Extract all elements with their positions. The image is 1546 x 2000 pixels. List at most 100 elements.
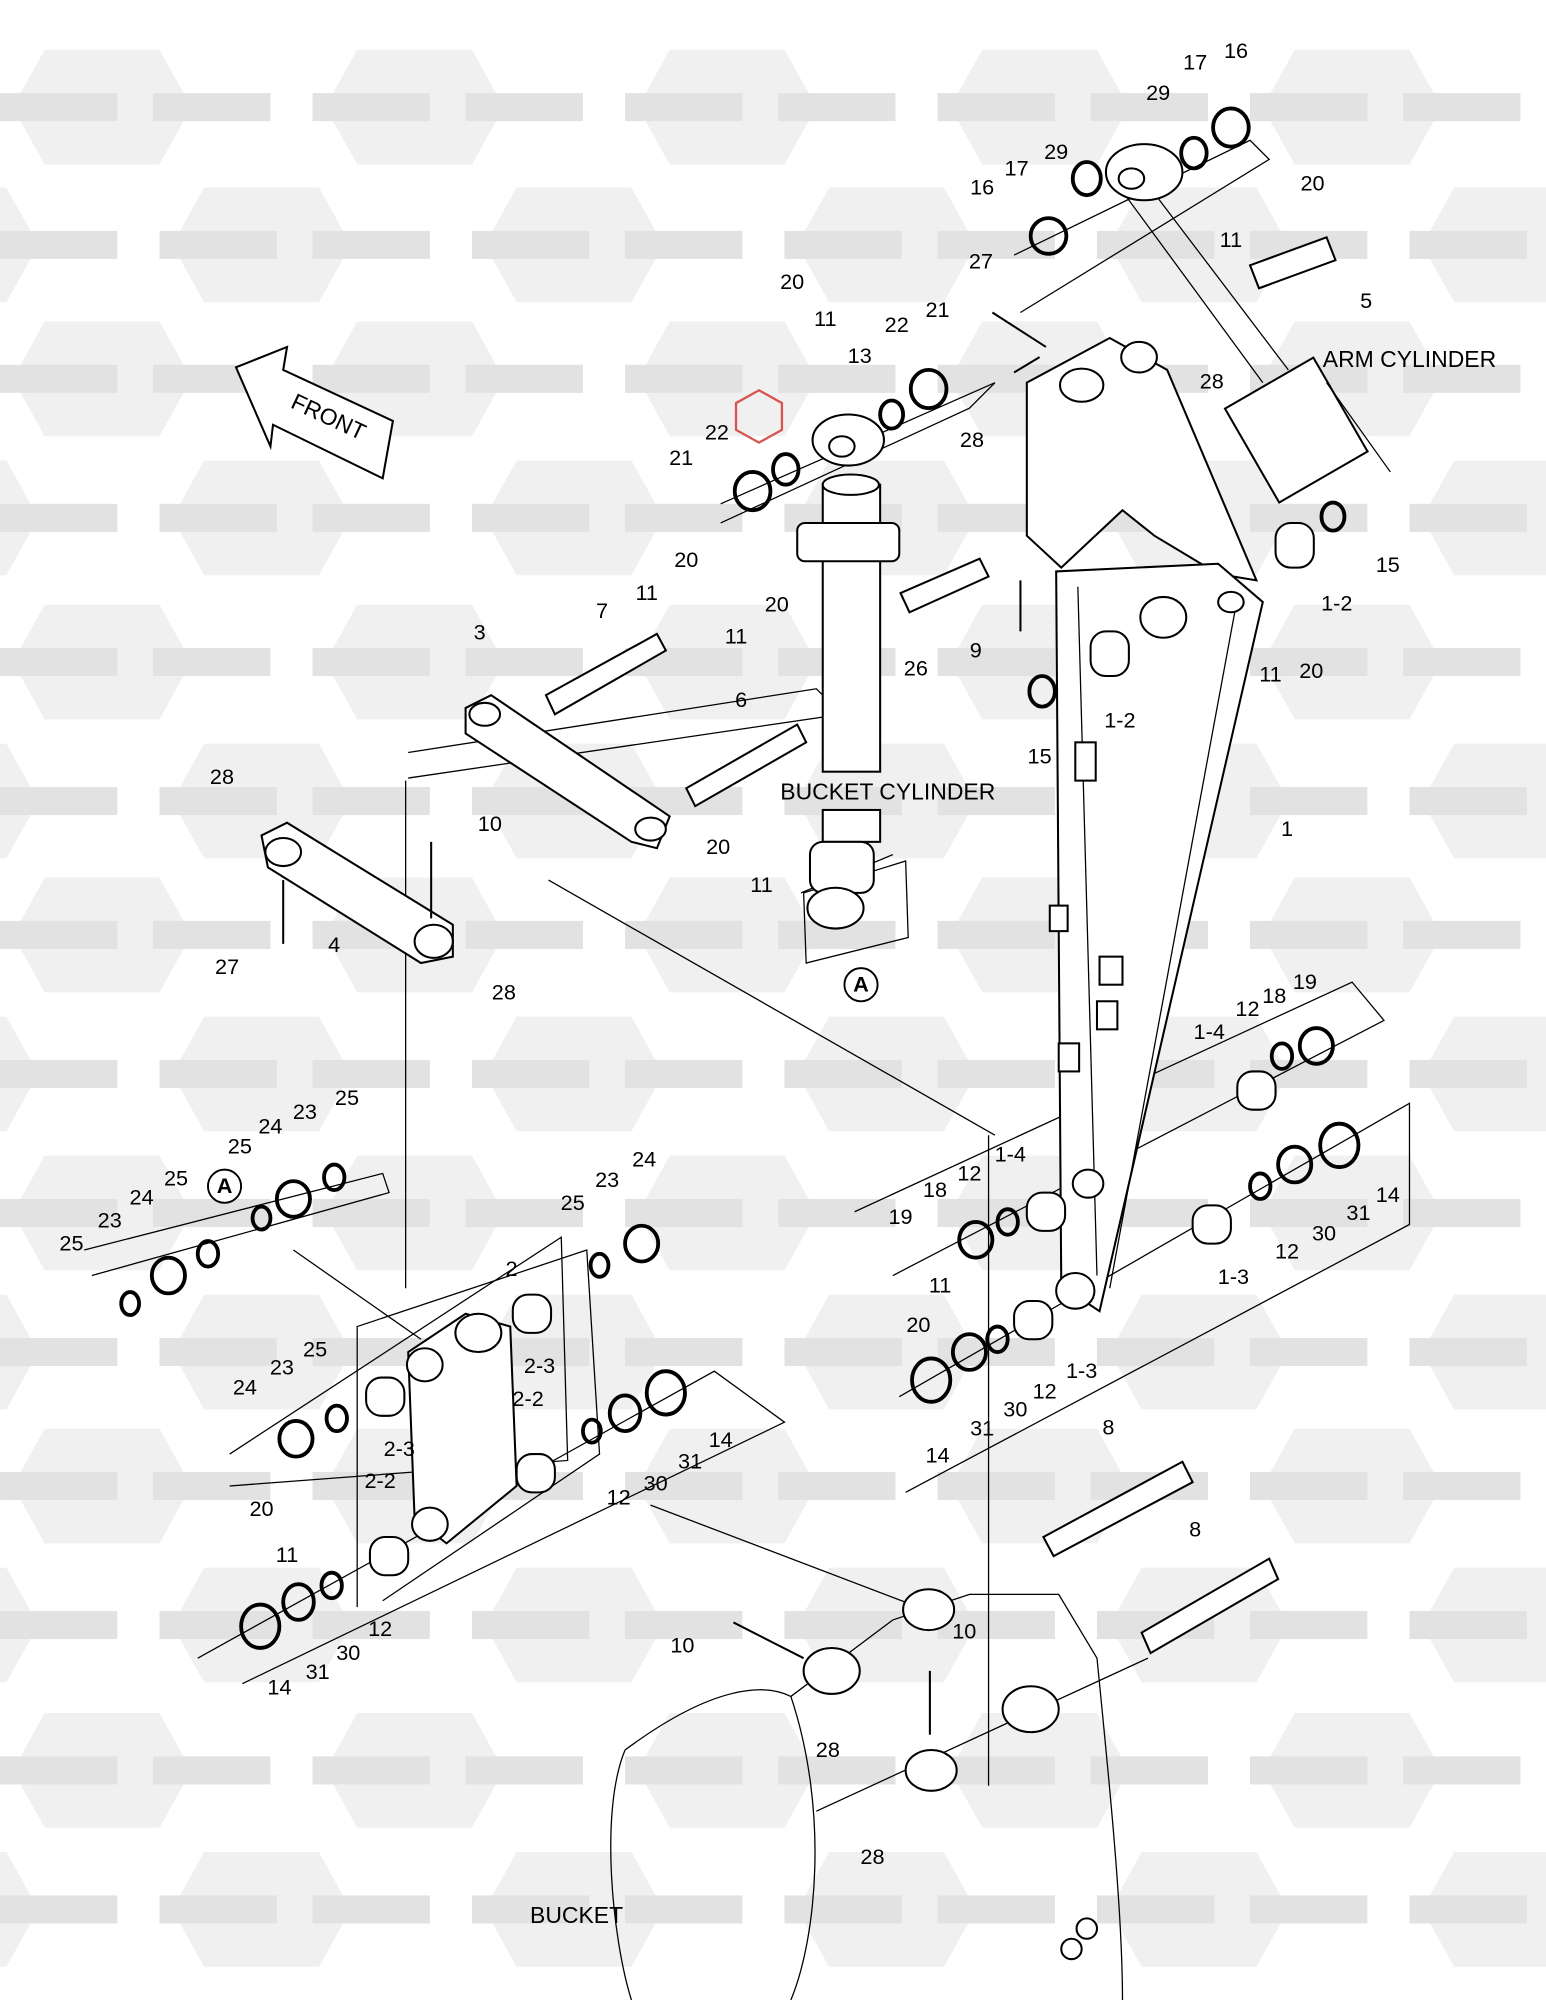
part-number-label[interactable]: 10 — [952, 1618, 976, 1643]
part-number-label[interactable]: 31 — [1346, 1200, 1370, 1225]
part-number-label[interactable]: 25 — [335, 1085, 359, 1110]
part-number-label[interactable]: 11 — [725, 623, 748, 648]
part-number-label[interactable]: 14 — [1376, 1182, 1400, 1207]
part-number-label[interactable]: 31 — [678, 1449, 702, 1474]
part-number-label[interactable]: 21 — [669, 445, 693, 470]
part-number-label[interactable]: 30 — [1312, 1220, 1336, 1245]
part-number-label[interactable]: 20 — [780, 269, 804, 294]
part-number-label[interactable]: 27 — [215, 954, 239, 979]
part-number-label[interactable]: 19 — [1293, 969, 1317, 994]
part-number-label[interactable]: 23 — [270, 1354, 294, 1379]
part-number-label[interactable]: 25 — [303, 1336, 327, 1361]
part-number-label[interactable]: 12 — [957, 1160, 981, 1185]
part-number-label[interactable]: 31 — [970, 1416, 994, 1441]
part-number-label[interactable]: 15 — [1376, 552, 1400, 577]
part-number-label[interactable]: 25 — [164, 1166, 188, 1191]
part-number-label[interactable]: 10 — [478, 811, 502, 836]
part-number-label[interactable]: 2-2 — [512, 1386, 543, 1411]
part-number-label[interactable]: 21 — [925, 297, 949, 322]
part-number-label[interactable]: 19 — [888, 1204, 912, 1229]
part-number-label[interactable]: 29 — [1146, 80, 1170, 105]
part-number-label[interactable]: 23 — [293, 1099, 317, 1124]
part-number-label[interactable]: 18 — [1262, 983, 1286, 1008]
part-number-label[interactable]: 22 — [705, 419, 729, 444]
part-number-label[interactable]: 16 — [1224, 38, 1248, 63]
part-number-label[interactable]: 20 — [1299, 658, 1323, 683]
part-number-label[interactable]: 24 — [130, 1185, 154, 1210]
part-number-label[interactable]: 28 — [492, 979, 516, 1004]
part-number-label[interactable]: 9 — [970, 638, 982, 663]
part-number-label[interactable]: 1-3 — [1066, 1358, 1097, 1383]
part-number-label[interactable]: 1-2 — [1321, 590, 1352, 615]
part-number-label[interactable]: 28 — [1200, 368, 1224, 393]
part-number-label[interactable]: 26 — [904, 655, 928, 680]
part-number-label[interactable]: 20 — [906, 1312, 930, 1337]
part-number-label[interactable]: 2 — [505, 1256, 517, 1281]
part-number-label[interactable]: 24 — [233, 1375, 257, 1400]
part-number-label[interactable]: 1 — [1281, 816, 1293, 841]
part-number-label[interactable]: 11 — [814, 306, 837, 331]
part-number-label[interactable]: 30 — [336, 1640, 360, 1665]
part-number-label[interactable]: 12 — [607, 1484, 631, 1509]
part-number-label[interactable]: 27 — [969, 248, 993, 273]
watermark-box — [625, 1338, 743, 1367]
part-number-label[interactable]: 1-4 — [995, 1141, 1026, 1166]
watermark-box — [625, 230, 743, 259]
part-number-label[interactable]: 28 — [860, 1844, 884, 1869]
part-number-label[interactable]: 18 — [923, 1177, 947, 1202]
part-number-label[interactable]: 6 — [735, 687, 747, 712]
part-number-label[interactable]: 28 — [816, 1737, 840, 1762]
part-number-label[interactable]: 20 — [249, 1496, 273, 1521]
part-number-label[interactable]: 12 — [1033, 1379, 1057, 1404]
part-number-label[interactable]: 23 — [595, 1167, 619, 1192]
part-number-label[interactable]: 12 — [368, 1616, 392, 1641]
part-number-label[interactable]: 28 — [960, 427, 984, 452]
part-number-label[interactable]: 24 — [632, 1146, 656, 1171]
part-number-label[interactable]: 20 — [765, 592, 789, 617]
part-number-label[interactable]: 8 — [1102, 1414, 1114, 1439]
part-number-label[interactable]: 14 — [709, 1427, 733, 1452]
part-number-label[interactable]: 7 — [596, 598, 608, 623]
part-number-label[interactable]: 11 — [276, 1542, 299, 1567]
part-number-label[interactable]: 15 — [1028, 743, 1052, 768]
watermark-box — [625, 1610, 743, 1640]
part-number-label[interactable]: 1-4 — [1194, 1019, 1225, 1044]
part-number-label[interactable]: 11 — [1220, 227, 1243, 252]
part-number-label[interactable]: 2-3 — [384, 1436, 415, 1461]
part-number-label[interactable]: 2-2 — [364, 1468, 395, 1493]
part-number-label[interactable]: 8 — [1189, 1516, 1201, 1541]
part-number-label[interactable]: 25 — [228, 1134, 252, 1159]
part-number-label[interactable]: 2-3 — [524, 1353, 555, 1378]
part-number-label[interactable]: 16 — [970, 175, 994, 200]
part-number-label[interactable]: 22 — [885, 312, 909, 337]
part-number-label[interactable]: 5 — [1360, 288, 1372, 313]
part-number-label[interactable]: 14 — [925, 1442, 949, 1467]
part-number-label[interactable]: 29 — [1044, 139, 1068, 164]
part-number-label[interactable]: 13 — [848, 343, 872, 368]
part-number-label[interactable]: 11 — [929, 1273, 952, 1298]
part-number-label[interactable]: 11 — [750, 872, 773, 897]
part-number-label[interactable]: 24 — [258, 1113, 282, 1138]
part-number-label[interactable]: 30 — [644, 1470, 668, 1495]
part-number-label[interactable]: 11 — [635, 580, 658, 605]
part-number-label[interactable]: 20 — [1300, 171, 1324, 196]
part-number-label[interactable]: 1-3 — [1218, 1264, 1249, 1289]
part-number-label[interactable]: 17 — [1183, 50, 1207, 75]
part-number-label[interactable]: 20 — [674, 547, 698, 572]
part-number-label[interactable]: 17 — [1005, 155, 1029, 180]
part-number-label[interactable]: 31 — [306, 1659, 330, 1684]
part-number-label[interactable]: 30 — [1003, 1396, 1027, 1421]
part-number-label[interactable]: 4 — [328, 932, 340, 957]
part-number-label[interactable]: 3 — [474, 620, 486, 645]
part-number-label[interactable]: 25 — [561, 1190, 585, 1215]
part-number-label[interactable]: 1-2 — [1104, 708, 1135, 733]
part-number-label[interactable]: 20 — [706, 834, 730, 859]
part-number-label[interactable]: 12 — [1235, 996, 1259, 1021]
part-number-label[interactable]: 11 — [1259, 662, 1282, 687]
part-number-label[interactable]: 10 — [670, 1632, 694, 1657]
part-number-label[interactable]: 28 — [210, 764, 234, 789]
part-number-label[interactable]: 14 — [267, 1675, 291, 1700]
part-number-label[interactable]: 23 — [98, 1208, 122, 1233]
part-number-label[interactable]: 12 — [1275, 1238, 1299, 1263]
part-number-label[interactable]: 25 — [59, 1231, 83, 1256]
